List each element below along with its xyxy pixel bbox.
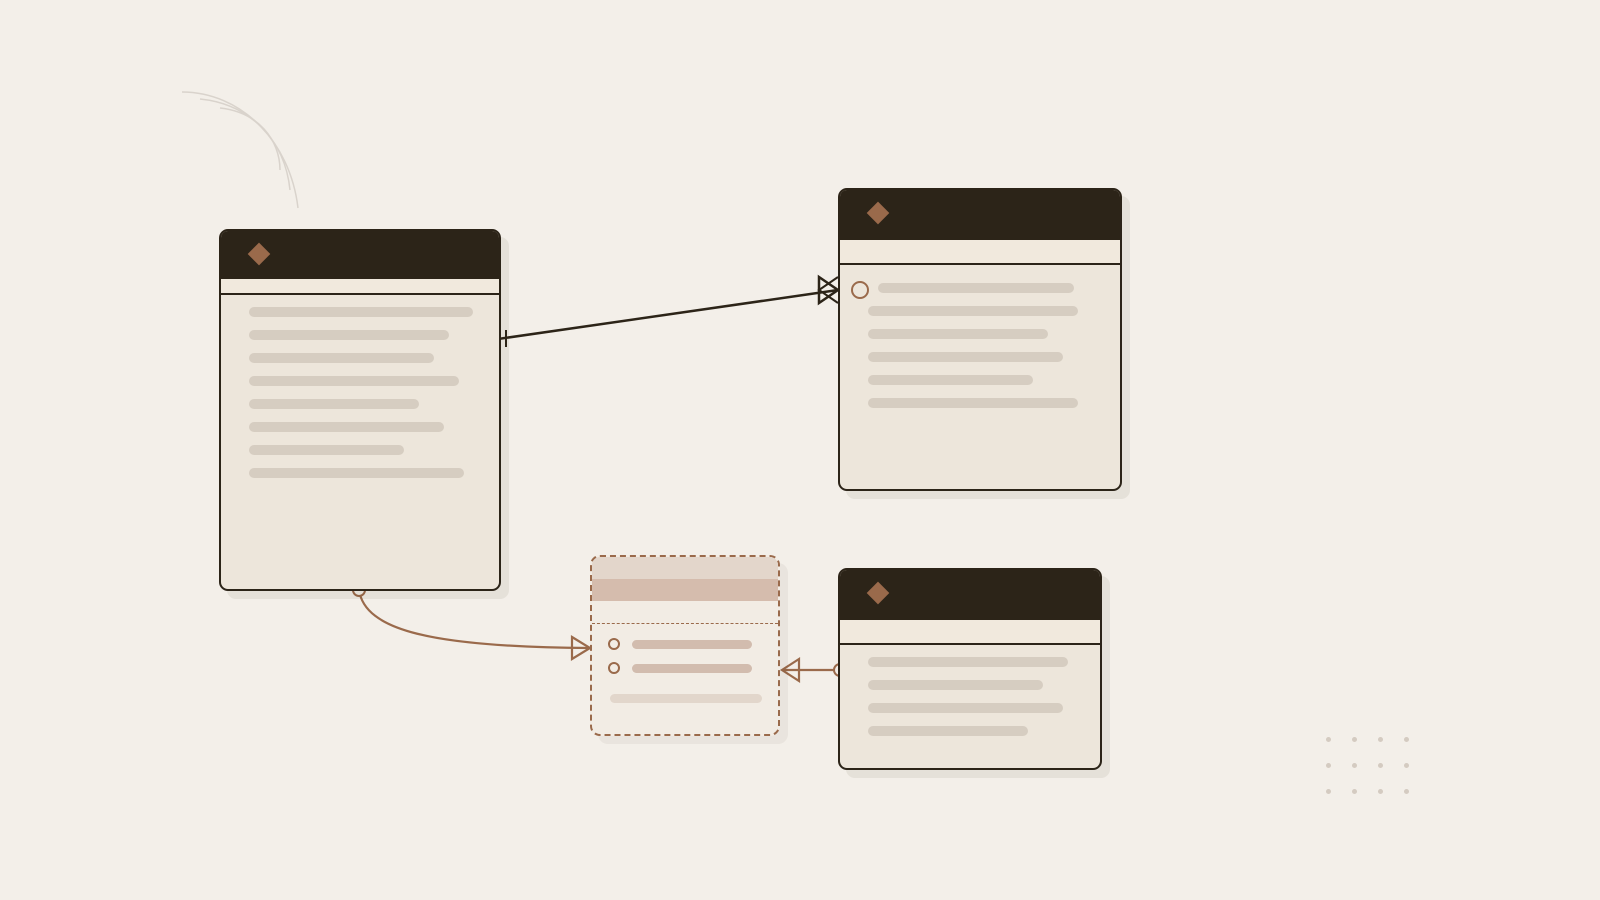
attribute-placeholder	[868, 375, 1033, 385]
grid-dot	[1352, 763, 1357, 768]
grid-dot	[1352, 737, 1357, 742]
diamond-icon	[247, 242, 271, 266]
entity-header	[840, 190, 1120, 240]
optional-attribute-icon	[608, 662, 620, 674]
entity-key-band	[840, 620, 1100, 645]
attribute-placeholder	[868, 306, 1078, 316]
attribute-placeholder	[249, 376, 459, 386]
grid-dot	[1378, 737, 1383, 742]
entity-key-band	[221, 279, 499, 295]
relationship-curve[interactable]	[357, 589, 591, 650]
grid-dot	[1352, 789, 1357, 794]
attribute-list	[840, 265, 1120, 408]
grid-dot	[1404, 763, 1409, 768]
grid-dot	[1404, 737, 1409, 742]
entity-header	[221, 231, 499, 279]
attribute-placeholder	[249, 307, 473, 317]
attribute-list	[221, 295, 499, 478]
attribute-placeholder	[868, 703, 1063, 713]
grid-dot	[1326, 763, 1331, 768]
attribute-placeholder	[249, 399, 419, 409]
grid-dot	[1378, 763, 1383, 768]
attribute-placeholder	[632, 640, 752, 649]
relationship-bottom-right-to-placeholder[interactable]	[779, 656, 847, 684]
optional-attribute-icon	[851, 281, 869, 299]
entity-bottom-right[interactable]	[838, 568, 1102, 770]
entity-placeholder[interactable]	[590, 555, 780, 736]
attribute-placeholder	[868, 657, 1068, 667]
entity-key-band	[840, 240, 1120, 265]
attribute-placeholder	[868, 726, 1028, 736]
attribute-placeholder	[868, 398, 1078, 408]
decorative-arcs	[181, 91, 299, 209]
relationship-line[interactable]	[497, 288, 839, 341]
attribute-placeholder	[868, 329, 1048, 339]
crowfoot-many-marker	[570, 635, 593, 661]
placeholder-key-band	[592, 579, 778, 601]
crowfoot-many-marker	[779, 656, 801, 684]
entity-top-right[interactable]	[838, 188, 1122, 491]
grid-dot	[1378, 789, 1383, 794]
attribute-placeholder	[249, 353, 434, 363]
optional-attribute-icon	[608, 638, 620, 650]
crowfoot-tines	[817, 276, 839, 304]
entity-header	[840, 570, 1100, 620]
entity-left[interactable]	[219, 229, 501, 591]
attribute-placeholder	[878, 283, 1074, 293]
attribute-placeholder	[249, 445, 404, 455]
grid-dot	[1326, 789, 1331, 794]
attribute-placeholder	[249, 330, 449, 340]
grid-dot	[1404, 789, 1409, 794]
relationship-left-to-top-right[interactable]	[497, 274, 841, 347]
attribute-placeholder	[868, 352, 1063, 362]
diamond-icon	[866, 201, 890, 225]
attribute-list	[840, 645, 1100, 736]
diamond-icon	[866, 581, 890, 605]
attribute-placeholder	[249, 422, 444, 432]
placeholder-header	[592, 557, 778, 579]
relationship-left-to-placeholder[interactable]	[352, 583, 593, 661]
attribute-placeholder	[610, 694, 762, 703]
attribute-placeholder	[868, 680, 1043, 690]
attribute-placeholder	[632, 664, 752, 673]
placeholder-divider	[592, 601, 778, 624]
attribute-placeholder	[249, 468, 464, 478]
grid-dot	[1326, 737, 1331, 742]
